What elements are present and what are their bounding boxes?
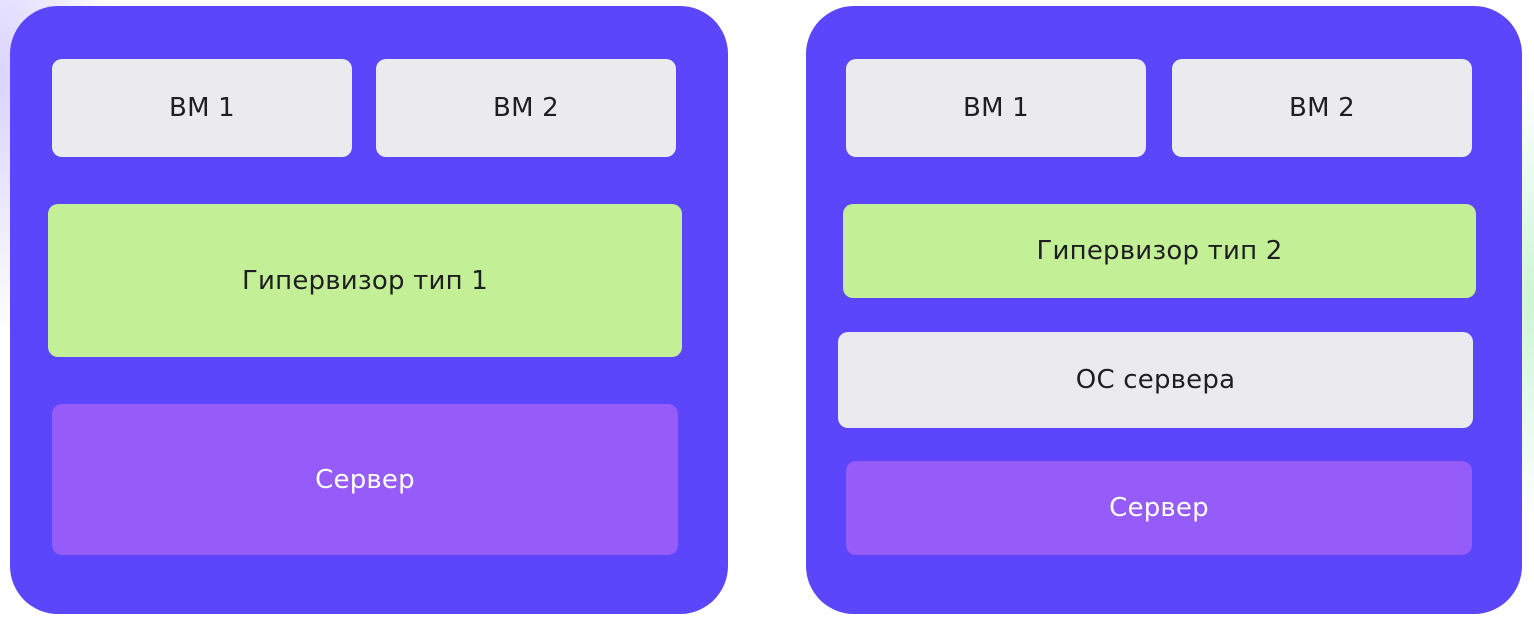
type1-hypervisor-stack: ВМ 1 ВМ 2 Гипервизор тип 1 Сервер: [10, 6, 728, 614]
server-os-block: ОС сервера: [838, 332, 1473, 428]
hypervisor-block: Гипервизор тип 1: [48, 204, 682, 357]
server-block: Сервер: [846, 461, 1472, 555]
server-label: Сервер: [1109, 493, 1209, 523]
type2-hypervisor-stack: ВМ 1 ВМ 2 Гипервизор тип 2 ОС сервера Се…: [806, 6, 1522, 614]
server-os-label: ОС сервера: [1075, 365, 1236, 395]
vm1-label: ВМ 1: [963, 93, 1029, 123]
hypervisor-label: Гипервизор тип 1: [241, 265, 489, 296]
vm2-label: ВМ 2: [493, 93, 559, 123]
vm1-label: ВМ 1: [169, 93, 235, 123]
hypervisor-block: Гипервизор тип 2: [843, 204, 1476, 298]
vm1-block: ВМ 1: [846, 59, 1146, 157]
vm1-block: ВМ 1: [52, 59, 352, 157]
vm2-block: ВМ 2: [1172, 59, 1472, 157]
server-block: Сервер: [52, 404, 678, 555]
server-label: Сервер: [315, 464, 415, 495]
vm2-label: ВМ 2: [1289, 93, 1355, 123]
vm2-block: ВМ 2: [376, 59, 676, 157]
hypervisor-label: Гипервизор тип 2: [1036, 236, 1283, 266]
